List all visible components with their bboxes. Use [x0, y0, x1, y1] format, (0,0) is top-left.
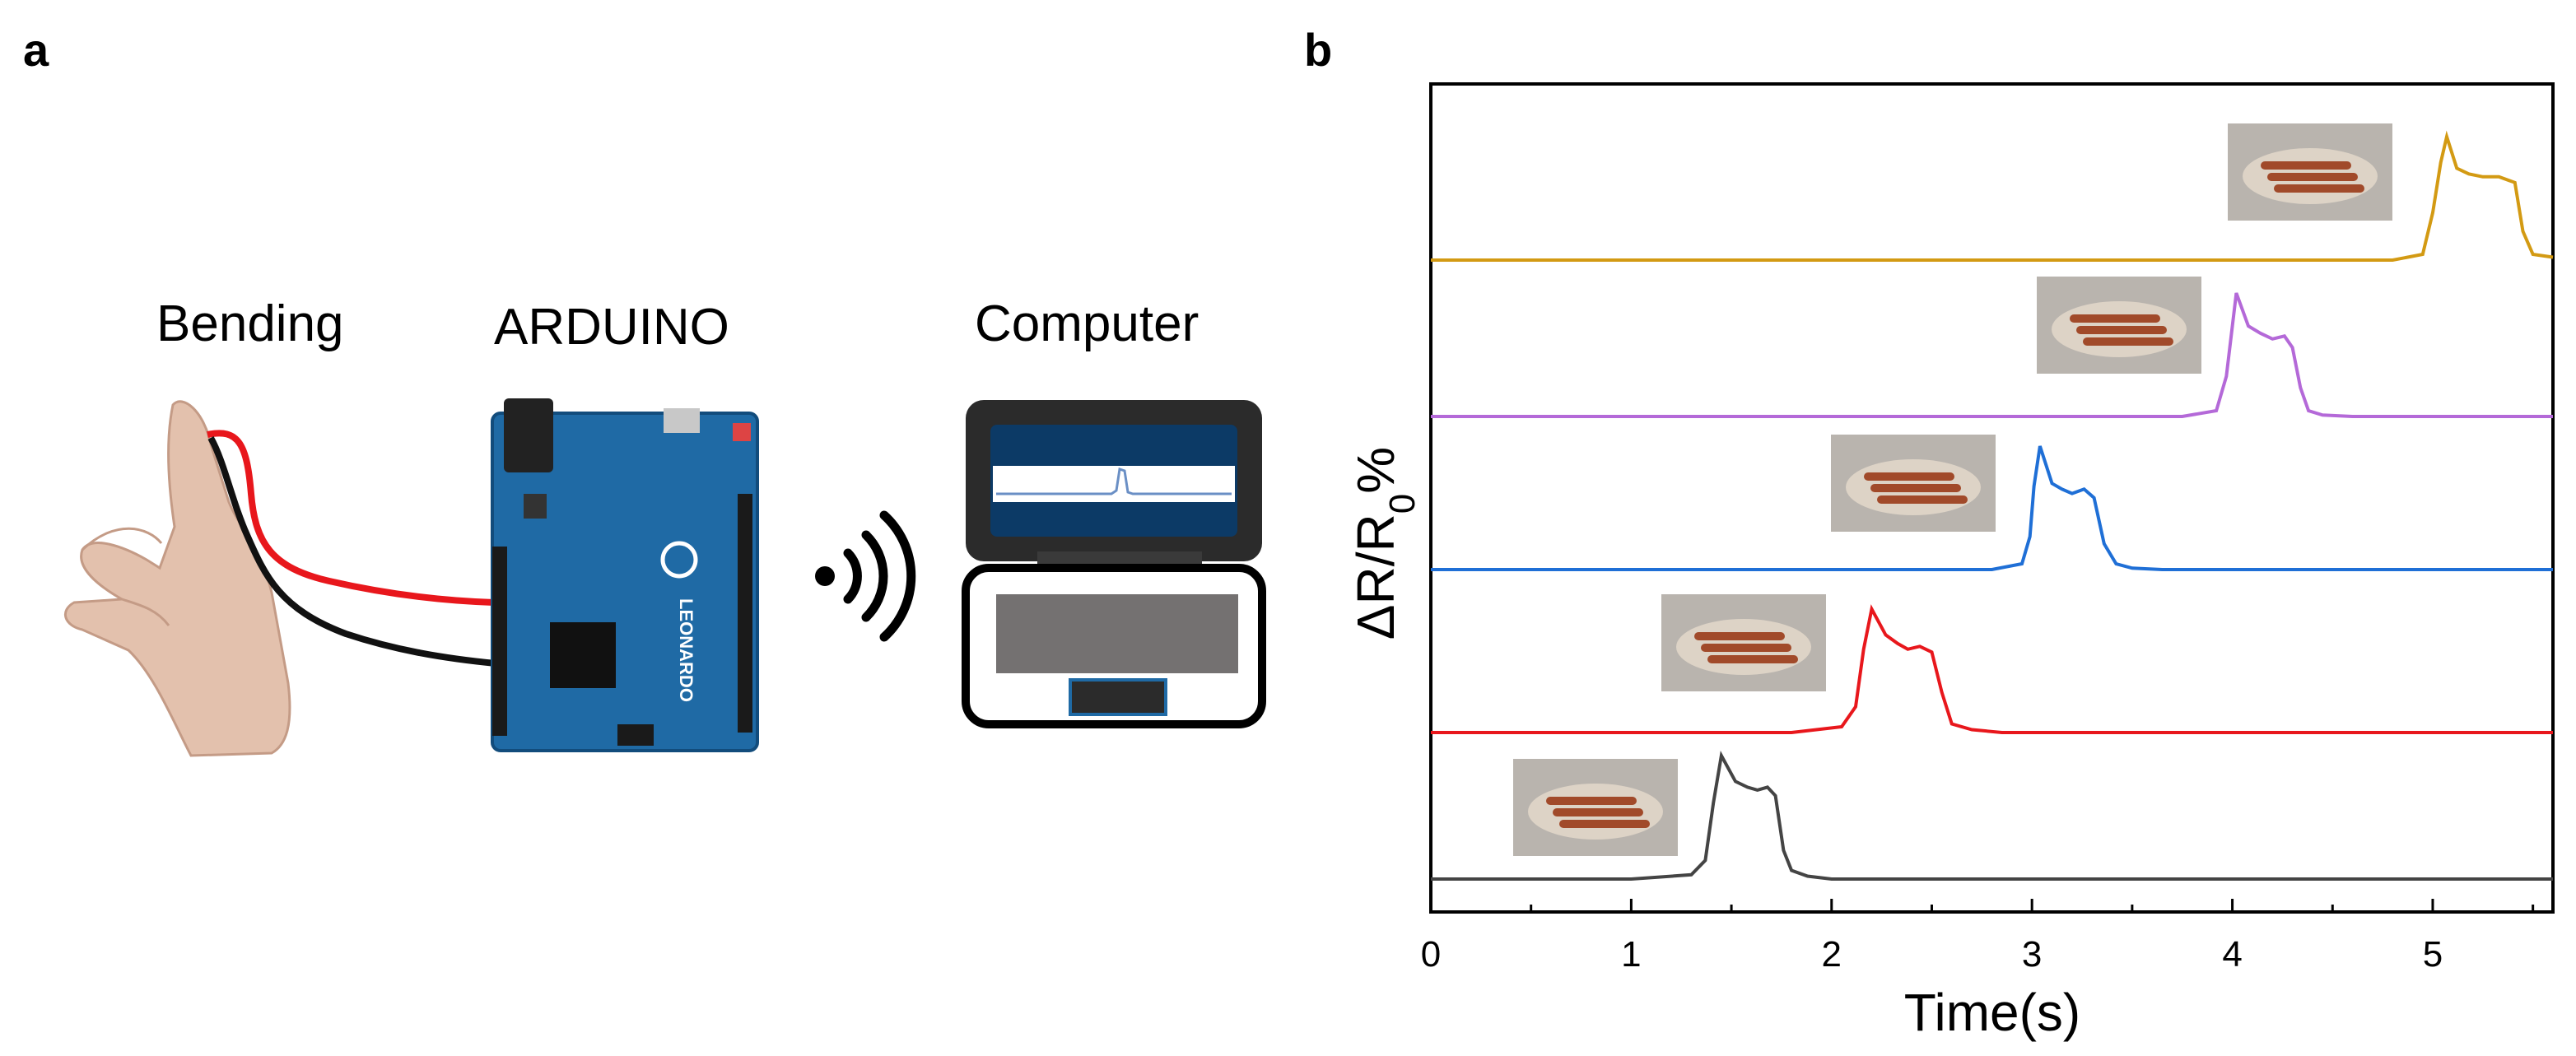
y-axis-title-subscript: 0 — [1382, 494, 1423, 514]
x-tick-label: 0 — [1421, 934, 1441, 975]
schematic-diagram: LEONARDO — [63, 398, 1266, 757]
wireless-icon — [815, 510, 916, 642]
board-model-text: LEONARDO — [676, 598, 696, 702]
inset-photo-1 — [1513, 759, 1678, 856]
panel-label-b: b — [1304, 24, 1333, 76]
x-tick-label: 1 — [1621, 934, 1641, 975]
inset-photo-2 — [1661, 594, 1826, 691]
laptop-icon — [962, 400, 1266, 728]
series-line-4 — [1431, 292, 2553, 418]
panel-label-a: a — [23, 24, 49, 76]
series-line-3 — [1431, 445, 2553, 571]
inset-photo-5 — [2228, 123, 2392, 221]
computer-label: Computer — [975, 295, 1199, 352]
x-tick-label: 4 — [2222, 934, 2242, 975]
series-line-2 — [1431, 604, 2553, 734]
plot-frame — [1429, 82, 2555, 914]
bending-label: Bending — [156, 295, 344, 352]
y-axis-title-delta: ΔR/R — [1346, 514, 1405, 640]
y-axis-title-percent: % — [1346, 447, 1405, 494]
arduino-label: ARDUINO — [494, 299, 729, 356]
x-tick-label: 5 — [2423, 934, 2443, 975]
inset-photo-3 — [1831, 435, 1996, 532]
series-line-1 — [1431, 750, 2553, 881]
series-line-5 — [1431, 130, 2554, 262]
signal-wire — [207, 430, 495, 606]
y-axis-title: ΔR/R0% — [1346, 447, 1423, 640]
x-tick-label: 2 — [1822, 934, 1842, 975]
x-axis-title: Time(s) — [1904, 983, 2080, 1042]
arduino-board: LEONARDO — [491, 398, 759, 752]
ground-wire — [207, 436, 496, 667]
x-tick-label: 3 — [2022, 934, 2042, 975]
inset-photo-4 — [2037, 277, 2201, 374]
